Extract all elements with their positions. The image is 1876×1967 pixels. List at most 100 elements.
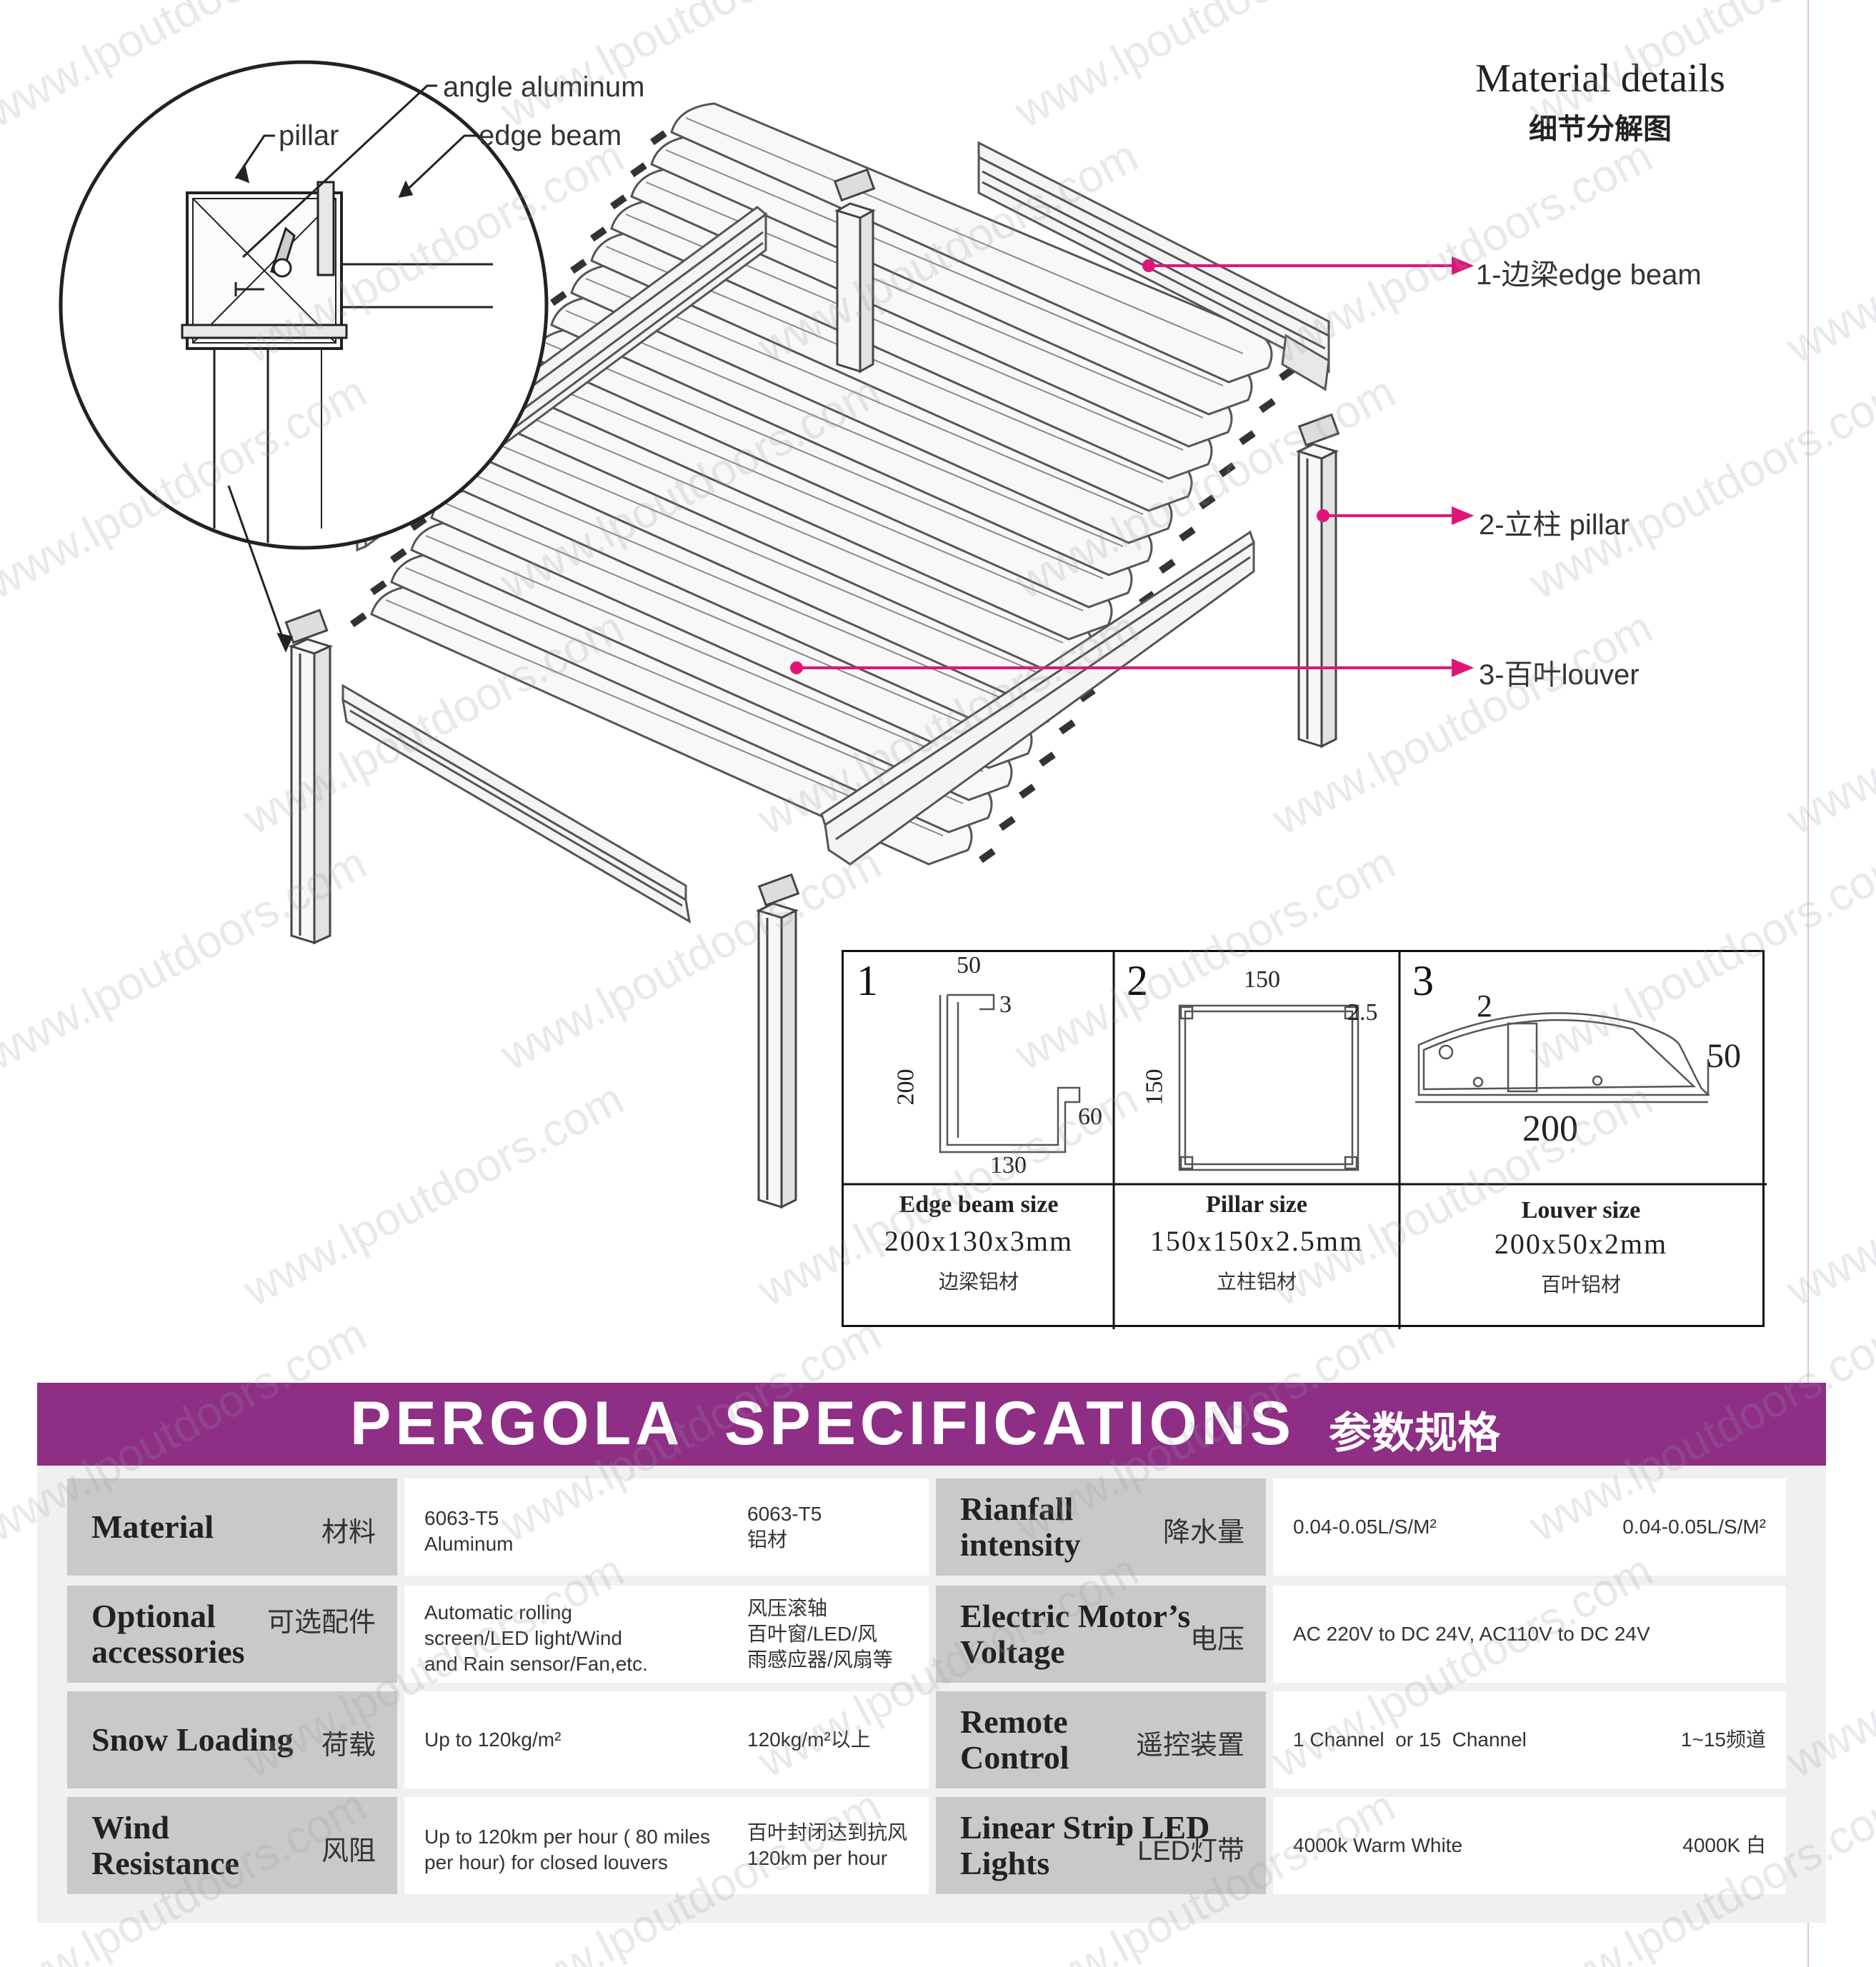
edge-beam-size-title: Edge beam size bbox=[899, 1191, 1059, 1218]
spec-label-cell bbox=[936, 1586, 1266, 1683]
spec-label-cn: 降水量 bbox=[1162, 1518, 1244, 1548]
spec-label-cn: 电压 bbox=[1189, 1625, 1244, 1655]
spec-value: Automatic rolling bbox=[424, 1601, 572, 1623]
spec-label: intensity bbox=[960, 1526, 1081, 1563]
spec-value-cn: 120kg/m²以上 bbox=[747, 1728, 871, 1751]
louver-hinge bbox=[1058, 719, 1076, 735]
louver-hinge bbox=[609, 194, 627, 210]
size-cell-3-caption: Louver size 200x50x2mm 百叶铝材 bbox=[1399, 1197, 1762, 1298]
spec-value-cell bbox=[404, 1797, 929, 1894]
spec-label: Linear Strip LED bbox=[960, 1809, 1210, 1846]
pillar-size-cn: 立柱铝材 bbox=[1216, 1271, 1297, 1293]
louver-hinge bbox=[550, 291, 567, 306]
louver-hinge bbox=[570, 259, 587, 274]
edge-beam-size-value: 200x130x3mm bbox=[884, 1225, 1074, 1257]
spec-value: Aluminum bbox=[424, 1533, 514, 1555]
spec-value-cn: 风压滚轴 bbox=[747, 1597, 828, 1619]
pillar-size-value: 150x150x2.5mm bbox=[1149, 1225, 1364, 1257]
specifications-banner bbox=[37, 1383, 1826, 1466]
size-3-dim-thickness: 2 bbox=[1477, 988, 1492, 1023]
louver-hinge bbox=[590, 226, 607, 242]
spec-value-cn: 6063-T5 bbox=[747, 1503, 822, 1525]
label-pillar: pillar bbox=[279, 120, 339, 151]
spec-label: Voltage bbox=[960, 1633, 1065, 1670]
louver-blade-edge bbox=[525, 374, 1084, 611]
size-1-dim-base: 130 bbox=[990, 1152, 1027, 1178]
louver-blade-edge bbox=[665, 149, 1224, 386]
size-cell-3-number: 3 bbox=[1412, 957, 1434, 1004]
spec-value-cn: 雨感应器/风扇等 bbox=[747, 1648, 893, 1671]
louver-hinge bbox=[1159, 559, 1176, 574]
spec-value-cell bbox=[1273, 1478, 1786, 1576]
louver-hinge bbox=[1219, 462, 1236, 478]
spec-label: accessories bbox=[91, 1633, 245, 1670]
spec-label: Wind bbox=[91, 1809, 170, 1846]
louver-size-cn: 百叶铝材 bbox=[1540, 1273, 1621, 1296]
spec-value-cn: 0.04-0.05L/S/M² bbox=[1622, 1516, 1766, 1538]
detail-circle bbox=[59, 60, 549, 550]
pillar-left bbox=[284, 609, 334, 945]
circle-leader-lines bbox=[227, 84, 477, 653]
spec-label-cn: LED灯带 bbox=[1137, 1836, 1244, 1866]
size-2-dim-height: 150 bbox=[1141, 1068, 1168, 1106]
louver-blade-edge bbox=[565, 310, 1124, 547]
louver-blade-edge bbox=[405, 567, 964, 804]
spec-label-cell bbox=[67, 1691, 397, 1788]
spec-value: 4000k Warm White bbox=[1293, 1834, 1463, 1856]
spec-value-cn: 铝材 bbox=[747, 1528, 788, 1551]
spec-label-cell bbox=[936, 1691, 1266, 1788]
spec-value-cn: 120km per hour bbox=[747, 1847, 888, 1869]
label-angle-aluminum: angle aluminum bbox=[443, 71, 645, 103]
pillar-right bbox=[1296, 413, 1340, 749]
size-2-dim-width: 150 bbox=[1244, 966, 1280, 993]
part-label-pillar: 2-立柱 pillar bbox=[1479, 509, 1630, 541]
louver-blade-edge bbox=[585, 278, 1144, 515]
louver-size-value: 200x50x2mm bbox=[1494, 1228, 1668, 1260]
louver-hinge bbox=[650, 130, 667, 146]
louver-hinge bbox=[410, 516, 427, 531]
material-details-title: Material details bbox=[1475, 56, 1725, 101]
material-details-subtitle: 细节分解图 bbox=[1529, 114, 1672, 145]
spec-label-cell bbox=[67, 1478, 397, 1576]
spec-value-cn: 百叶窗/LED/风 bbox=[747, 1623, 878, 1645]
spec-value-cell bbox=[1273, 1586, 1786, 1683]
spec-label-cell bbox=[936, 1797, 1266, 1894]
spec-label: Optional bbox=[91, 1598, 216, 1634]
spec-value-cell bbox=[1273, 1691, 1786, 1788]
size-3-dim-height: 50 bbox=[1707, 1037, 1741, 1075]
spec-value-cell bbox=[404, 1478, 929, 1576]
louver-blade-edge bbox=[425, 535, 984, 772]
edge-beam-profile bbox=[939, 993, 1081, 1153]
spec-label: Control bbox=[960, 1739, 1069, 1776]
spec-value-cell bbox=[404, 1586, 929, 1683]
size-3-dim-width: 200 bbox=[1522, 1108, 1578, 1149]
pillar-bottom bbox=[756, 873, 800, 1209]
louver-hinge bbox=[630, 162, 647, 178]
spec-label: Rianfall bbox=[960, 1491, 1074, 1527]
spec-label-cn: 荷载 bbox=[321, 1731, 376, 1761]
spec-label: Remote bbox=[960, 1703, 1068, 1740]
callout-arrows bbox=[790, 256, 1475, 677]
specifications-banner-title: PERGOLA SPECIFICATIONS bbox=[350, 1389, 1295, 1458]
louver-hinge bbox=[999, 816, 1016, 831]
exploded-pergola-drawing bbox=[59, 60, 1475, 1209]
spec-label-cell bbox=[67, 1797, 397, 1894]
spec-value-cell bbox=[1273, 1797, 1786, 1894]
spec-value: 6063-T5 bbox=[424, 1507, 499, 1529]
louver-blade-edge bbox=[485, 439, 1044, 676]
part-label-edge-beam: 1-边梁edge beam bbox=[1476, 259, 1702, 291]
spec-label: Electric Motor’s bbox=[960, 1598, 1191, 1634]
spec-value-cn: 4000K 白 bbox=[1682, 1834, 1766, 1856]
size-table-grid bbox=[844, 952, 1767, 1329]
louver-hinge bbox=[1199, 494, 1216, 510]
louver-hinge bbox=[1239, 430, 1256, 446]
louver-hinge bbox=[370, 580, 387, 596]
louver-profile bbox=[1415, 1012, 1711, 1103]
spec-value: screen/LED light/Wind bbox=[424, 1627, 623, 1649]
size-1-dim-width-top: 50 bbox=[957, 952, 981, 979]
spec-label: Material bbox=[91, 1508, 214, 1545]
louver-blade-edge bbox=[445, 503, 1004, 740]
louver-hinge bbox=[390, 548, 407, 564]
louver-hinge bbox=[1079, 687, 1096, 703]
spec-label: Snow Loading bbox=[91, 1721, 294, 1758]
